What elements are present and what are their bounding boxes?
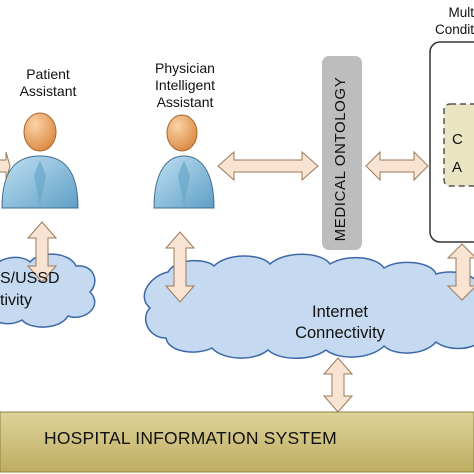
internet-label-line2: Connectivity — [295, 324, 385, 342]
arrow-multicondition-vertical — [446, 243, 474, 301]
sms-label-line2: tivity — [0, 292, 32, 309]
physician-label-line2: Intelligent — [155, 77, 215, 93]
arrow-ontology-multicondition — [365, 150, 429, 182]
medical-ontology-label: MEDICAL ONTOLOGY — [332, 76, 349, 242]
multi-condition-label: Mult Condit — [410, 4, 474, 38]
internet-label-line1: Internet — [312, 303, 368, 321]
inner-dashed-box — [443, 103, 474, 187]
arrow-patient-vertical — [26, 221, 58, 283]
multi-condition-label-line1: Mult — [448, 5, 474, 20]
hospital-information-system-label: HOSPITAL INFORMATION SYSTEM — [44, 428, 337, 448]
medical-ontology-box — [322, 56, 362, 250]
patient-person-icon — [1, 112, 79, 209]
multi-condition-label-line2: Condit — [434, 22, 474, 37]
patient-assistant-label: Patient Assistant — [0, 66, 96, 100]
patient-label-line2: Assistant — [19, 83, 77, 99]
inner-box-label: C A — [452, 126, 474, 182]
inner-box-label-line1: C — [452, 131, 463, 148]
arrow-internet-his — [322, 357, 354, 413]
physician-label-line3: Assistant — [156, 94, 214, 110]
inner-box-label-line2: A — [452, 159, 463, 176]
arrow-physician-ontology — [217, 150, 319, 182]
arrow-physician-vertical — [164, 231, 196, 303]
physician-assistant-label: Physician Intelligent Assistant — [140, 60, 230, 111]
his-bar — [0, 411, 474, 473]
internet-connectivity-label: Internet Connectivity — [260, 302, 420, 344]
sms-cloud — [0, 253, 96, 328]
sms-ussd-label: S/USSD tivity — [0, 268, 60, 312]
internet-cloud — [143, 253, 474, 359]
sms-label-line1: S/USSD — [0, 270, 60, 287]
arrow-patient-left — [0, 151, 11, 181]
physician-person-icon — [153, 114, 215, 209]
patient-label-line1: Patient — [26, 66, 70, 82]
physician-label-line1: Physician — [155, 60, 215, 76]
